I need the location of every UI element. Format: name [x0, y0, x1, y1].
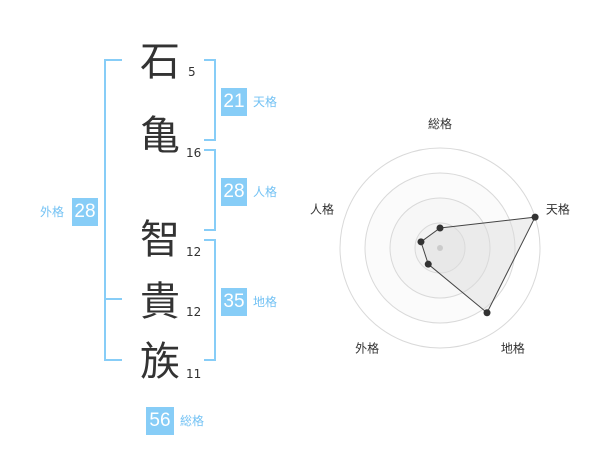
gaikaku-label: 外格 — [40, 205, 65, 219]
stroke-count-2: 16 — [186, 146, 202, 160]
radar-point-4 — [417, 238, 425, 246]
gaikaku-value: 28 — [72, 198, 98, 226]
radar-axis-label-1: 天格 — [546, 202, 570, 217]
radar-axis-label-3: 外格 — [355, 340, 379, 355]
radar-area — [420, 216, 536, 314]
chikaku-value: 35 — [221, 288, 247, 316]
name-char-5: 族 — [140, 339, 180, 385]
radar-center — [437, 245, 443, 251]
chikaku-bracket — [204, 239, 216, 361]
radar-point-3 — [424, 260, 432, 268]
radar-axis-label-2: 地格 — [501, 340, 525, 355]
tenkaku-label: 天格 — [253, 95, 278, 109]
chikaku-label: 地格 — [253, 295, 278, 309]
jinkaku-bracket — [204, 149, 216, 231]
stroke-count-5: 11 — [186, 367, 202, 381]
stroke-count-3: 12 — [186, 245, 202, 259]
stroke-count-4: 12 — [186, 305, 202, 319]
name-char-1: 石 — [140, 39, 180, 85]
gaikaku-bracket-mid — [104, 298, 122, 300]
radar-axis-label-0: 総格 — [428, 116, 452, 131]
gaikaku-bracket — [104, 59, 122, 361]
radar-axis-label-4: 人格 — [310, 202, 334, 217]
stroke-count-1: 5 — [188, 65, 196, 79]
soukaku-value: 56 — [146, 407, 174, 435]
name-char-2: 亀 — [140, 113, 180, 159]
tenkaku-bracket — [204, 59, 216, 141]
soukaku-label: 総格 — [180, 414, 205, 428]
radar-point-2 — [483, 309, 491, 317]
tenkaku-value: 21 — [221, 88, 247, 116]
name-char-3: 智 — [140, 217, 180, 263]
name-char-4: 貴 — [140, 279, 180, 325]
radar-point-1 — [531, 213, 539, 221]
jinkaku-label: 人格 — [253, 185, 278, 199]
radar-point-0 — [436, 224, 444, 232]
jinkaku-value: 28 — [221, 178, 247, 206]
